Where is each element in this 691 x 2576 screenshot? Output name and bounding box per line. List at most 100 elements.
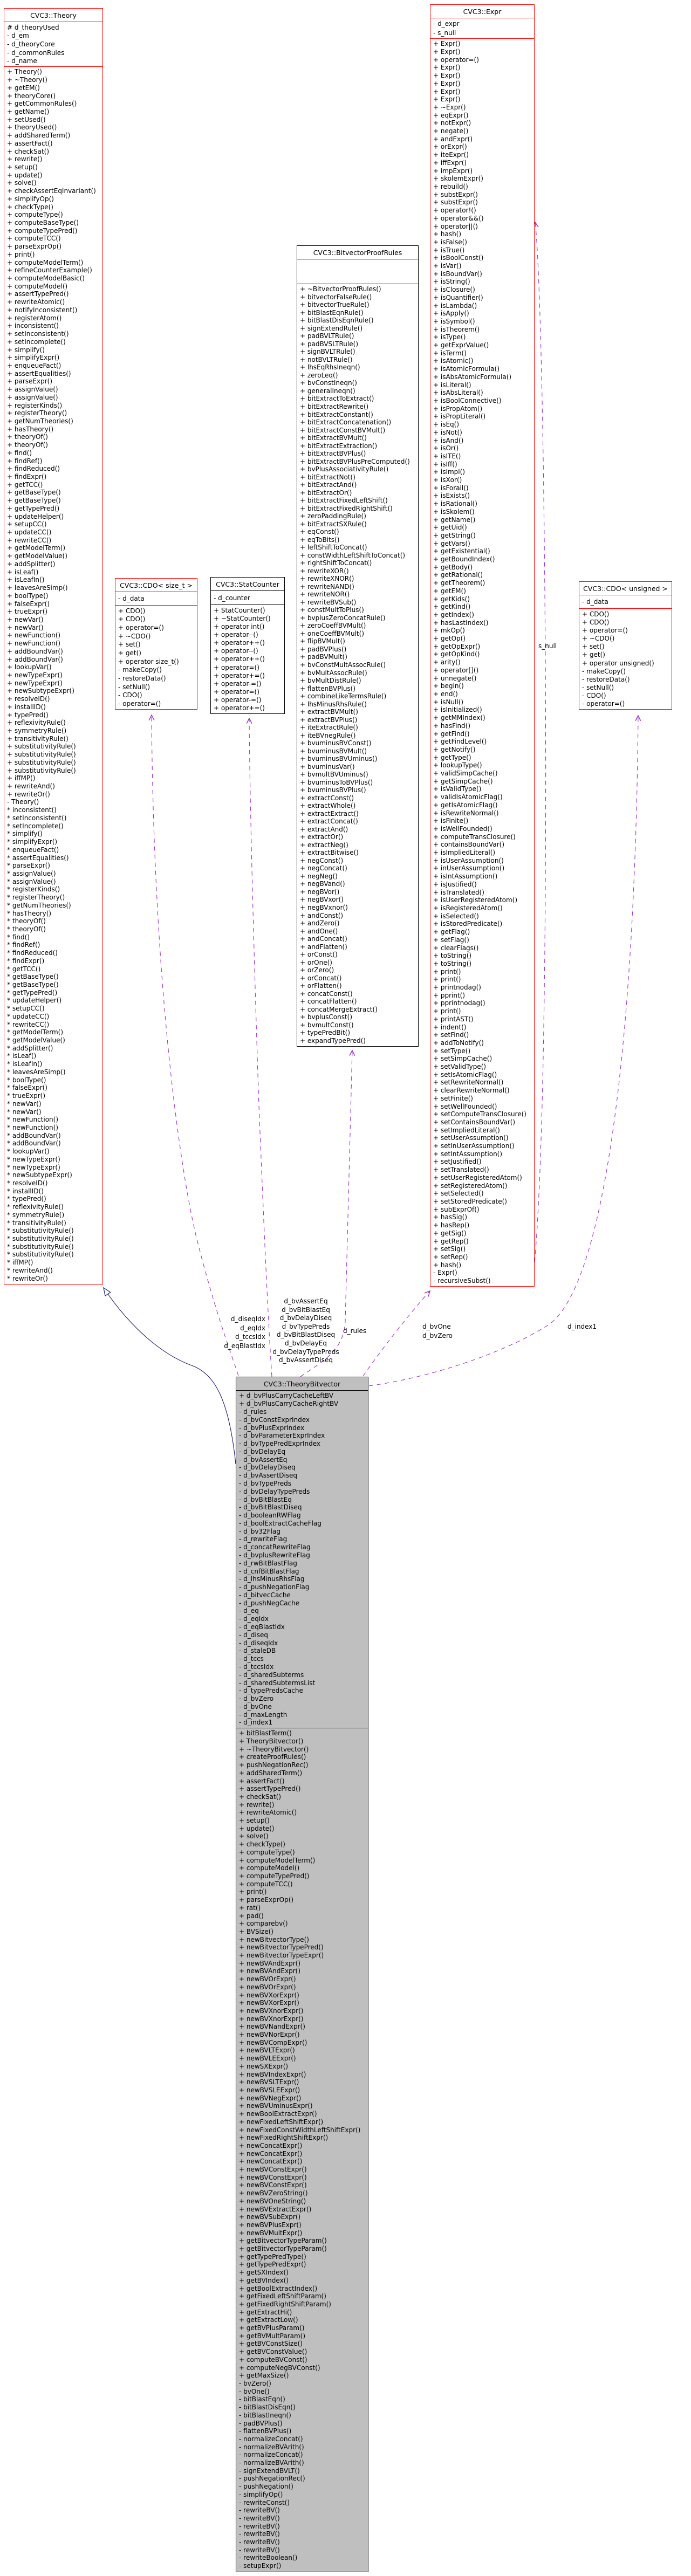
member-row: + bitExtractToExtract()	[300, 395, 374, 403]
member-row: - normalizeConcat()	[239, 2435, 303, 2443]
member-row: + ~Expr()	[433, 103, 466, 111]
member-row: + setUserAssumption()	[433, 1134, 509, 1142]
member-row: + parseExprOp()	[7, 243, 62, 251]
member-row: + computeTypePred()	[239, 1872, 310, 1880]
member-row: + newTypeExpr()	[7, 671, 63, 679]
class-stat-counter[interactable]: CVC3::StatCounter - d_counter + StatCoun…	[210, 577, 285, 714]
class-cdo-unsigned[interactable]: CVC3::CDO< unsigned > - d_data + CDO()+ …	[579, 581, 672, 710]
member-row: * symmetryRule()	[7, 1211, 65, 1219]
member-row: + isQuantifier()	[433, 293, 483, 301]
member-row: + getExprValue()	[433, 341, 489, 349]
member-row: + setStoredPredicate()	[433, 1198, 507, 1205]
member-row: + isClosure()	[433, 286, 475, 294]
member-row: + print()	[433, 1007, 461, 1015]
member-row: + bitExtractConcatenation()	[300, 418, 392, 427]
member-row: * parseExpr()	[7, 862, 50, 870]
member-row: + checkSat()	[239, 1792, 282, 1801]
member-row: + comparebv()	[239, 1920, 288, 1928]
member-row: + getExtractLow()	[239, 2316, 298, 2324]
member-row: - d_bvBitBlastDiseq	[239, 1503, 302, 1512]
member-row: + getUid()	[433, 524, 467, 532]
member-row: * findRef()	[7, 941, 40, 949]
member-row: + simplifyOp()	[7, 195, 54, 203]
member-row: + andConcat()	[300, 935, 347, 943]
member-row: + isVar()	[433, 262, 462, 270]
member-row: - d_cnfBitBlastFlag	[239, 1567, 299, 1575]
member-row: - Expr()	[433, 1269, 457, 1277]
member-row: + setContainsBoundVar()	[433, 1118, 516, 1126]
member-row: + bvuminusBVConst()	[300, 739, 372, 747]
member-row: + computeTCC()	[239, 1880, 293, 1888]
member-row: + setIntAssumption()	[433, 1150, 503, 1158]
class-theory[interactable]: CVC3::Theory # d_theoryUsed- d_em- d_the…	[4, 8, 103, 1284]
member-row: + setType()	[433, 1047, 471, 1055]
member-row: + isTerm()	[433, 349, 467, 357]
member-row: + setUserRegisteredAtom()	[433, 1173, 522, 1181]
member-row: + signBVLTRule()	[300, 348, 355, 356]
member-row: + negBVor()	[300, 888, 340, 896]
member-row: + print()	[433, 976, 461, 984]
member-row: + rightShiftToConcat()	[300, 559, 372, 567]
member-row: * rewriteOr()	[7, 1274, 48, 1282]
member-row: + newBitvectorTypePred()	[239, 1943, 324, 1952]
member-row: + bvuminusVar()	[300, 763, 355, 771]
member-row: + containsBoundVar()	[433, 841, 504, 849]
member-row: * newFunction()	[7, 1116, 59, 1124]
member-row: * substitutivityRule()	[7, 1227, 74, 1235]
member-row: + checkType()	[7, 203, 53, 211]
member-row: + checkAssertEqInvariant()	[7, 187, 96, 195]
member-row: + newBVConstExpr()	[239, 2166, 307, 2174]
member-row: + bitExtractFixedLeftShift()	[300, 497, 388, 505]
member-row: + rewriteXNOR()	[300, 575, 354, 583]
member-row: + Expr()	[433, 40, 461, 48]
member-row: + oneCoeffBVMult()	[300, 629, 365, 637]
member-row: + isJustified()	[433, 880, 477, 888]
member-row: * enqueueFact()	[7, 846, 59, 854]
member-row: + isFinite()	[433, 817, 469, 825]
member-row: + unnegate()	[433, 674, 477, 682]
member-row: + newFunction()	[7, 640, 61, 648]
member-row: + addBoundVar()	[7, 647, 63, 655]
member-row: * isLeaf()	[7, 1052, 37, 1060]
member-row: + computeModelTerm()	[239, 1856, 316, 1864]
class-bitvector-proof-rules[interactable]: CVC3::BitvectorProofRules + ~BitvectorPr…	[297, 245, 419, 1047]
member-row: + getName()	[7, 107, 50, 115]
member-row: + bvConstIneqn()	[300, 379, 357, 387]
member-row: + notBVLTRule()	[300, 355, 353, 363]
member-row: - rewriteBV()	[239, 2538, 280, 2546]
member-row: + operator&&()	[433, 214, 484, 222]
member-row: + typePredBit()	[300, 1029, 351, 1037]
member-row: + eqToBits()	[300, 535, 340, 544]
member-row: + rewriteOr()	[7, 790, 50, 798]
member-row: + computeBVConst()	[239, 2355, 307, 2364]
member-row: + getSimpCache()	[433, 777, 493, 785]
class-theory-bitvector[interactable]: CVC3::TheoryBitvector + d_bvPlusCarryCac…	[236, 1377, 368, 2572]
member-row: + hash()	[433, 1261, 462, 1269]
member-row: + Expr()	[433, 87, 461, 95]
member-row: + registerAtom()	[7, 314, 62, 322]
member-row: + setUsed()	[7, 115, 46, 123]
member-row: + hasLastIndex()	[433, 619, 489, 627]
member-row: + extractBVPlus()	[300, 716, 358, 724]
edge-s-null	[531, 222, 546, 1287]
member-row: + newConcatExpr()	[239, 2141, 303, 2149]
member-row: * addBoundVar()	[7, 1131, 61, 1139]
member-row: - d_rules	[239, 1407, 267, 1416]
member-row: + bvuminusBVUminus()	[300, 755, 378, 763]
member-row: + padBVLTRule()	[300, 332, 354, 340]
member-row: + lhsMinusRhsRule()	[300, 700, 367, 708]
member-row: - operator=()	[582, 700, 625, 708]
member-row: + isType()	[433, 333, 466, 341]
class-expr[interactable]: CVC3::Expr - d_expr- s_null + Expr()+ Ex…	[430, 4, 535, 1287]
member-row: + theoryOf()	[7, 433, 48, 441]
member-row: * newTypeExpr()	[7, 1155, 60, 1163]
member-row: + getTypePredExpr()	[239, 2261, 306, 2269]
member-row: - d_theoryCore	[7, 40, 55, 48]
member-row: - d_sharedSubterms	[239, 1671, 304, 1679]
member-row: * newFunction()	[7, 1123, 59, 1131]
edge-label-d-rules: d_rules	[343, 1327, 367, 1335]
member-row: * iffMP()	[7, 1259, 33, 1267]
member-row: + hasFind()	[433, 722, 471, 730]
member-row: + ~CDO()	[582, 635, 615, 643]
class-cdo-size-t[interactable]: CVC3::CDO< size_t > - d_data + CDO()+ CD…	[115, 578, 197, 710]
